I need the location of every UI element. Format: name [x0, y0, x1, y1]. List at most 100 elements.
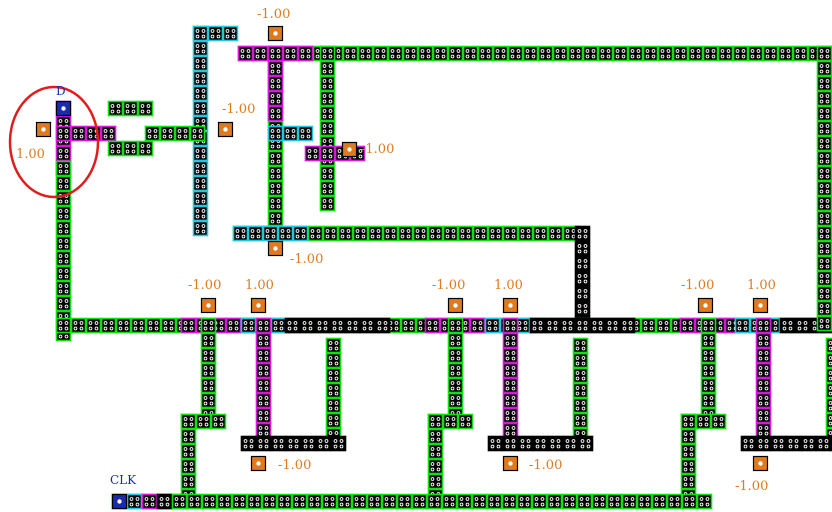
wire-cell — [191, 127, 205, 141]
wire-cell — [368, 495, 382, 509]
wire-cell — [818, 302, 832, 316]
wire-cell — [574, 339, 588, 353]
wire-cell — [443, 495, 457, 509]
wire-cell — [683, 495, 697, 509]
wire-cell — [818, 317, 832, 331]
wire-cell — [272, 319, 286, 333]
wire-cell — [704, 47, 718, 61]
wire-cell — [668, 495, 682, 509]
wire-cell — [257, 379, 271, 393]
wire-cell — [57, 297, 71, 311]
wire-cell — [87, 319, 101, 333]
wire-cell — [321, 107, 335, 121]
stage2-bias-label: -1.00 — [432, 278, 465, 293]
wire-cell — [299, 127, 313, 141]
wire-cell — [459, 227, 473, 241]
wire-cell — [143, 495, 157, 509]
wire-cell — [479, 47, 493, 61]
wire-cell — [757, 319, 771, 333]
wire-cell — [102, 127, 116, 141]
wire-cell — [202, 364, 216, 378]
weight-node — [754, 299, 768, 313]
wire-cell — [321, 147, 335, 161]
wire-cell — [796, 319, 810, 333]
wire-cell — [682, 430, 696, 444]
wire-cell — [162, 319, 176, 333]
wire-cell — [574, 414, 588, 428]
wire-cell — [317, 437, 331, 451]
wire-cell — [194, 102, 208, 116]
wire-cell — [321, 167, 335, 181]
wire-cell — [332, 437, 346, 451]
wire-cell — [257, 437, 271, 451]
wire-cell — [202, 349, 216, 363]
wire-cell — [194, 27, 208, 41]
wire-cell — [263, 495, 277, 509]
wire-cell — [321, 47, 335, 61]
wire-cell — [818, 212, 832, 226]
wire-cell — [534, 437, 548, 451]
wire-cell — [128, 495, 142, 509]
top-right-bias-label: -1.00 — [361, 142, 394, 157]
wire-cell — [361, 319, 375, 333]
d-value-label: 1.00 — [16, 147, 45, 162]
wire-cell — [182, 319, 196, 333]
wire-cell — [309, 227, 323, 241]
wire-cell — [147, 319, 161, 333]
stage2-bottom-bias-label: -1.00 — [529, 458, 562, 473]
wire-cell — [327, 384, 341, 398]
wire-cell — [294, 227, 308, 241]
wire-cell — [621, 319, 635, 333]
wire-cell — [428, 495, 442, 509]
wire-cell — [504, 394, 518, 408]
wire-cell — [818, 77, 832, 91]
input-clk-node — [113, 495, 127, 509]
wire-cell — [574, 354, 588, 368]
d-value-node — [37, 123, 51, 137]
wire-cell — [278, 495, 292, 509]
wire-cell — [524, 47, 538, 61]
wire-cell — [257, 394, 271, 408]
wire-cell — [818, 137, 832, 151]
wire-cell — [697, 415, 711, 429]
wire-cell — [712, 415, 726, 429]
wire-cell — [519, 227, 533, 241]
wire-cell — [182, 415, 196, 429]
wire-cell — [494, 47, 508, 61]
io-nodes — [37, 27, 768, 509]
stage2-weight-label: 1.00 — [494, 278, 523, 293]
wire-cell — [194, 87, 208, 101]
wire-cell — [757, 379, 771, 393]
wire-cell — [72, 319, 86, 333]
wire-cell — [269, 62, 283, 76]
wire-cell — [346, 319, 360, 333]
wire-cell — [327, 354, 341, 368]
wire-cell — [702, 364, 716, 378]
wire-cell — [574, 384, 588, 398]
wire-cell — [57, 222, 71, 236]
wire-cell — [257, 409, 271, 423]
wire-cell — [509, 47, 523, 61]
wire-cell — [146, 127, 160, 141]
wire-cell — [301, 319, 315, 333]
stage1-bias-label: -1.00 — [188, 278, 221, 293]
wire-cell — [802, 437, 816, 451]
wire-cell — [398, 495, 412, 509]
bias-node — [219, 123, 233, 137]
wire-cell — [827, 369, 832, 383]
wire-cell — [459, 415, 473, 429]
wire-cell — [794, 47, 808, 61]
wire-cell — [449, 364, 463, 378]
wire-cell — [698, 495, 712, 509]
wire-cell — [574, 399, 588, 413]
wire-cell — [742, 437, 756, 451]
wire-cell — [682, 415, 696, 429]
wire-cell — [444, 415, 458, 429]
wire-cell — [218, 495, 232, 509]
wire-cell — [242, 437, 256, 451]
wire-cell — [182, 475, 196, 489]
wire-cell — [257, 424, 271, 438]
wire-cell — [614, 47, 628, 61]
wire-cell — [531, 319, 545, 333]
wire-cell — [194, 162, 208, 176]
